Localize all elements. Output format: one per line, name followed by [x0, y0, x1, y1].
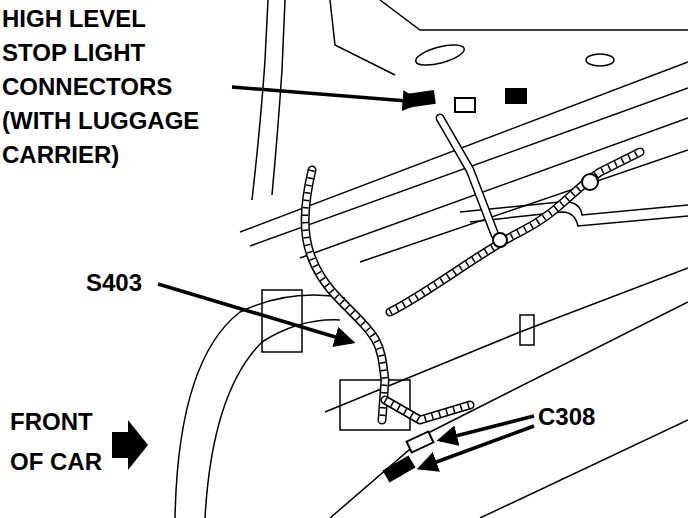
- leader-arrow: [440, 416, 534, 440]
- direction-arrow: [112, 420, 148, 470]
- connector: [455, 98, 475, 112]
- harness: [440, 118, 495, 235]
- pillar-edge: [272, 0, 285, 195]
- panel-hole: [414, 41, 466, 69]
- upper-panel: [380, 0, 688, 30]
- harness: [385, 400, 470, 420]
- callout-label: FRONT OF CAR: [10, 402, 118, 482]
- leader-arrow: [232, 87, 420, 102]
- harness: [385, 400, 470, 420]
- connector: [404, 90, 436, 108]
- leader-arrow: [420, 426, 534, 468]
- pillar-edge: [252, 0, 268, 200]
- callout-note: HIGH LEVEL STOP LIGHT CONNECTORS (WITH L…: [2, 2, 208, 172]
- grommet: [582, 174, 598, 190]
- deck-edge: [360, 150, 688, 262]
- harness: [385, 400, 470, 420]
- connector: [505, 88, 527, 104]
- upper-panel: [330, 0, 395, 75]
- harness: [390, 152, 640, 312]
- deck-edge: [250, 88, 688, 246]
- callout-label: C308: [538, 402, 595, 432]
- wheelhouse: [205, 320, 340, 518]
- grommet: [493, 233, 507, 247]
- slot: [520, 315, 534, 345]
- leader-arrow: [158, 284, 352, 342]
- callout-label: S403: [86, 268, 142, 298]
- pipe: [460, 202, 688, 215]
- panel-hole: [586, 54, 614, 66]
- harness: [305, 170, 385, 420]
- wiring-harness: [305, 118, 640, 420]
- wheelhouse: [175, 295, 345, 518]
- harness: [305, 170, 385, 420]
- harness: [390, 152, 640, 312]
- pipe: [470, 212, 688, 226]
- connector: [407, 431, 434, 452]
- harness: [305, 170, 385, 420]
- harness: [440, 118, 495, 235]
- harness: [390, 152, 640, 312]
- deck-edge: [300, 118, 688, 258]
- connector: [383, 455, 416, 482]
